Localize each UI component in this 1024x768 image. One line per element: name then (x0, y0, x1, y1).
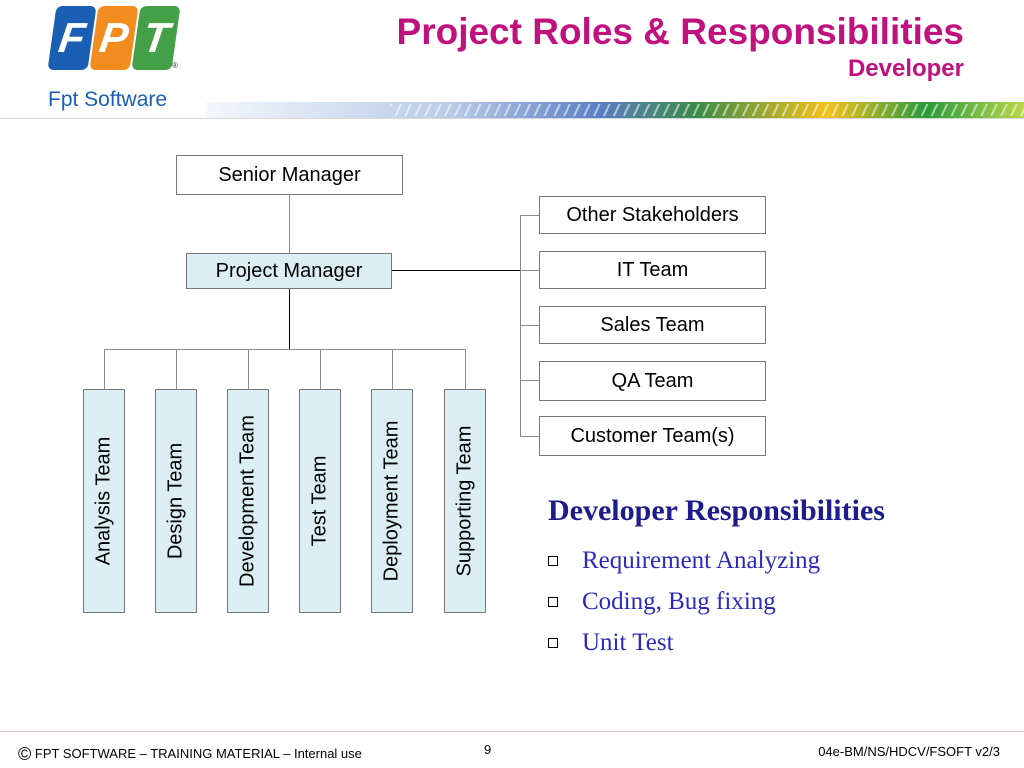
connector-line (320, 349, 321, 389)
square-bullet-icon (548, 555, 558, 566)
square-bullet-icon (548, 596, 558, 607)
footer-copyright: © FPT SOFTWARE – TRAINING MATERIAL – Int… (18, 744, 362, 765)
connector-line (520, 270, 539, 271)
connector-line (104, 349, 466, 350)
slide-title-block: Project Roles & Responsibilities Develop… (397, 10, 964, 84)
logo-letter-f: F (47, 6, 97, 70)
connector-line (465, 349, 466, 389)
connector-line (391, 270, 520, 271)
fpt-logo: F P T ® Fpt Software (47, 6, 181, 116)
team-label: Design Team (164, 442, 187, 560)
copyright-icon: © (18, 744, 32, 764)
project-manager-box: Project Manager (186, 253, 392, 289)
connector-line (520, 325, 539, 326)
deployment-team-box: Deployment Team (371, 389, 413, 613)
other-stakeholders-box: Other Stakeholders (539, 196, 766, 234)
responsibility-text: Requirement Analyzing (582, 546, 821, 574)
team-label: Supporting Team (453, 425, 476, 577)
supporting-team-box: Supporting Team (444, 389, 486, 613)
logo-letter-p: P (89, 6, 139, 70)
connector-line (520, 215, 539, 216)
responsibility-text: Unit Test (582, 628, 674, 656)
responsibilities-list: Requirement Analyzing Coding, Bug fixing… (548, 540, 820, 663)
connector-line (289, 289, 290, 349)
design-team-box: Design Team (155, 389, 197, 613)
senior-manager-box: Senior Manager (176, 155, 403, 195)
responsibilities-title: Developer Responsibilities (548, 494, 885, 527)
connector-line (289, 195, 290, 253)
connector-line (104, 349, 105, 389)
development-team-box: Development Team (227, 389, 269, 613)
document-code: 04e-BM/NS/HDCV/FSOFT v2/3 (818, 744, 1000, 759)
sales-team-box: Sales Team (539, 306, 766, 344)
registered-mark: ® (172, 61, 178, 70)
header-band-pattern (390, 104, 1024, 116)
team-label: Development Team (236, 415, 259, 587)
page-number: 9 (484, 742, 492, 757)
responsibility-text: Coding, Bug fixing (582, 587, 776, 615)
test-team-box: Test Team (299, 389, 341, 613)
connector-line (248, 349, 249, 389)
footer-left-text: FPT SOFTWARE – TRAINING MATERIAL – Inter… (34, 746, 362, 761)
team-label: Analysis Team (92, 436, 115, 566)
list-item: Coding, Bug fixing (548, 581, 820, 622)
slide-subtitle: Developer (847, 55, 964, 82)
customer-teams-box: Customer Team(s) (539, 416, 766, 456)
header-divider (0, 118, 1024, 119)
analysis-team-box: Analysis Team (83, 389, 125, 613)
slide-title: Project Roles & Responsibilities (396, 11, 964, 52)
it-team-box: IT Team (539, 251, 766, 289)
team-label: Test Team (308, 455, 331, 547)
connector-line (520, 436, 539, 437)
footer-divider (0, 731, 1024, 732)
connector-line (520, 380, 539, 381)
list-item: Requirement Analyzing (548, 540, 820, 581)
list-item: Unit Test (548, 622, 820, 663)
logo-text: Fpt Software (48, 88, 168, 111)
qa-team-box: QA Team (539, 361, 766, 401)
connector-line (392, 349, 393, 389)
connector-line (176, 349, 177, 389)
square-bullet-icon (548, 637, 558, 648)
team-label: Deployment Team (380, 420, 403, 582)
